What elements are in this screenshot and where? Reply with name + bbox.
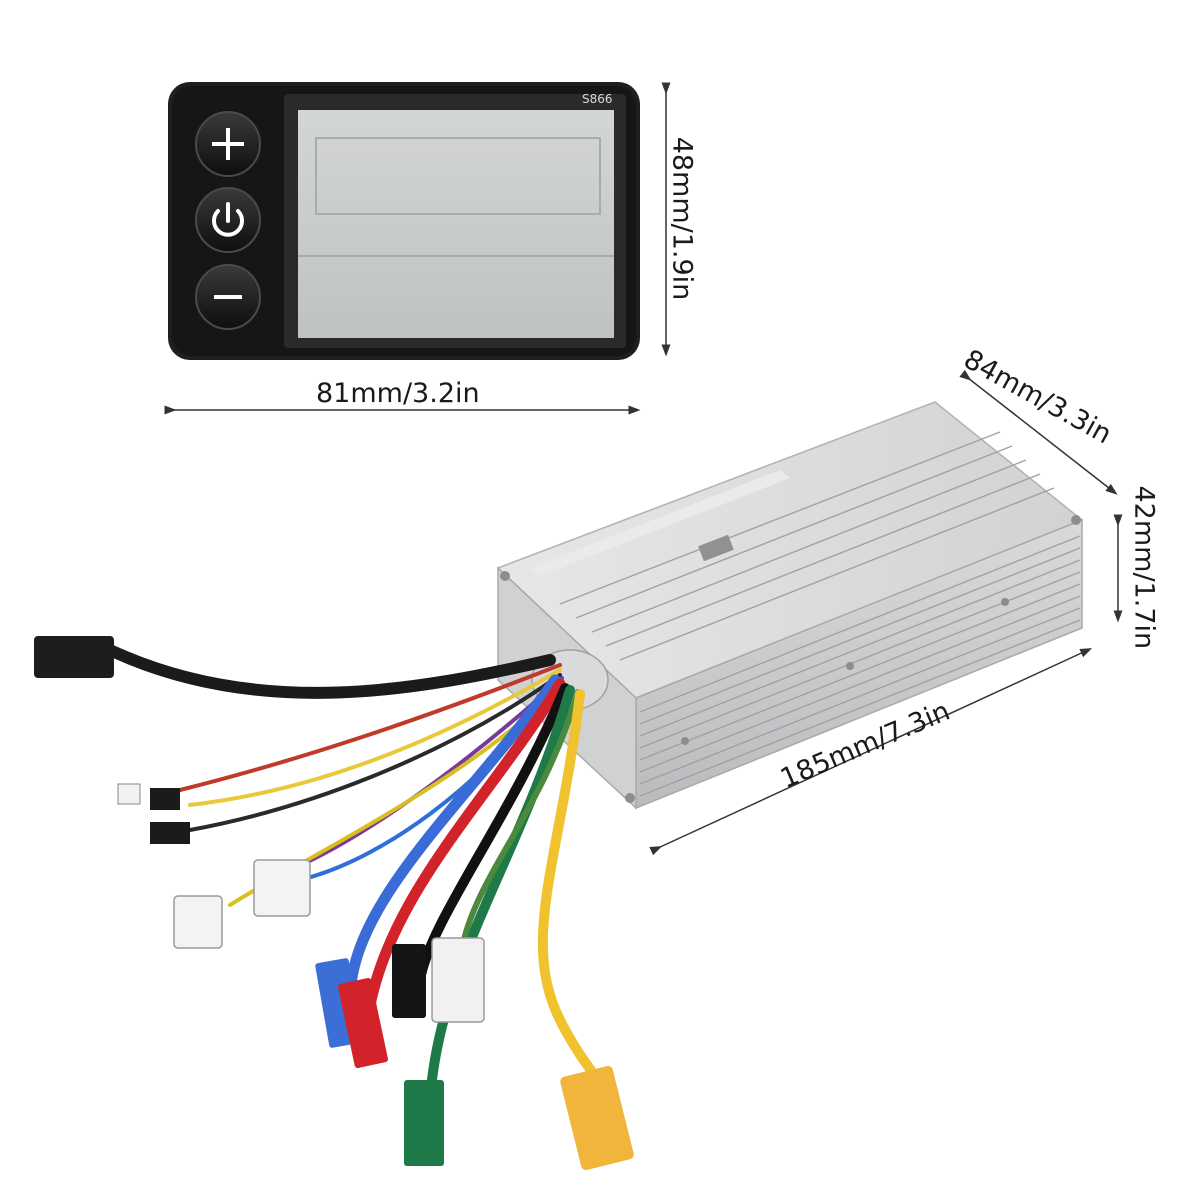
- power-icon: [195, 187, 261, 253]
- lcd-screen: [298, 110, 614, 338]
- display-width-label: 81mm/3.2in: [316, 378, 480, 409]
- display-model-label: S866: [582, 92, 613, 106]
- controller-width-arrow: [959, 369, 1118, 495]
- plus-icon: [195, 111, 261, 177]
- connectors: [34, 636, 634, 1171]
- controller-length-arrow: [649, 648, 1093, 856]
- controller-height-label: 42mm/1.7in: [1128, 485, 1160, 650]
- motor-controller: [496, 401, 1084, 810]
- lcd-display-unit: [168, 82, 640, 360]
- minus-icon: [195, 264, 261, 330]
- wire-harness: [104, 644, 617, 1105]
- display-height-label: 48mm/1.9in: [666, 136, 698, 301]
